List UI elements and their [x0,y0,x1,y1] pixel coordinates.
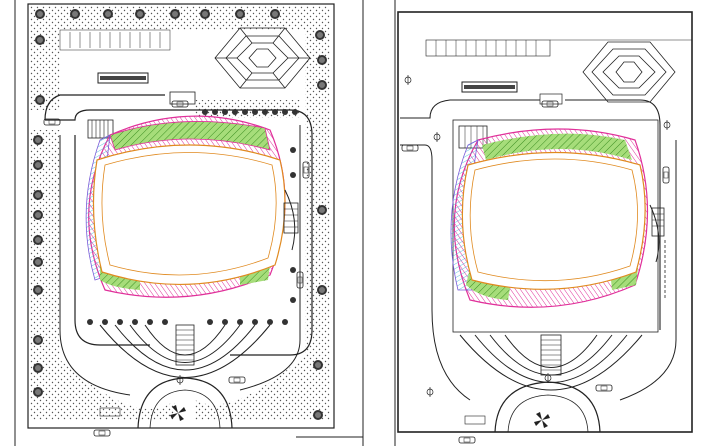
left-site-plan [14,0,364,446]
stadium-bowl-right [450,128,660,308]
north-arrow-icon [176,374,184,386]
stadium-bowl [85,115,296,298]
fan-icon [170,405,186,421]
fan-icon [534,412,550,428]
hexagon-pavilion [214,27,311,89]
right-site-plan [394,0,693,446]
